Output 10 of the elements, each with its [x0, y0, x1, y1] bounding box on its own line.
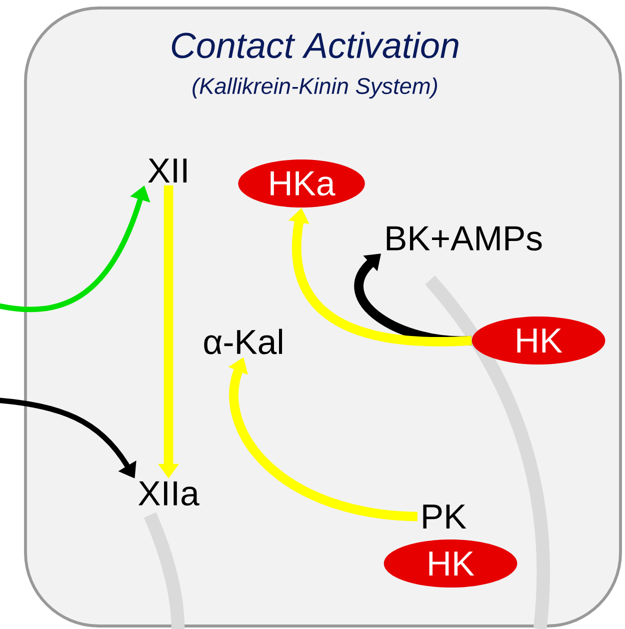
protein-label: XIIa — [138, 481, 200, 506]
protein-label: α-Kal — [204, 328, 282, 354]
protein-oval: HK — [384, 540, 518, 588]
protein-label: XII — [148, 158, 187, 182]
protein-label: BK+AMPs — [386, 226, 542, 251]
protein-label: PK — [423, 504, 466, 528]
title: Contact Activation — [172, 32, 458, 58]
protein-oval: HK — [472, 316, 606, 365]
subtitle: (Kallikrein-Kinin System) — [192, 77, 437, 99]
protein-oval: HKa — [238, 160, 365, 208]
